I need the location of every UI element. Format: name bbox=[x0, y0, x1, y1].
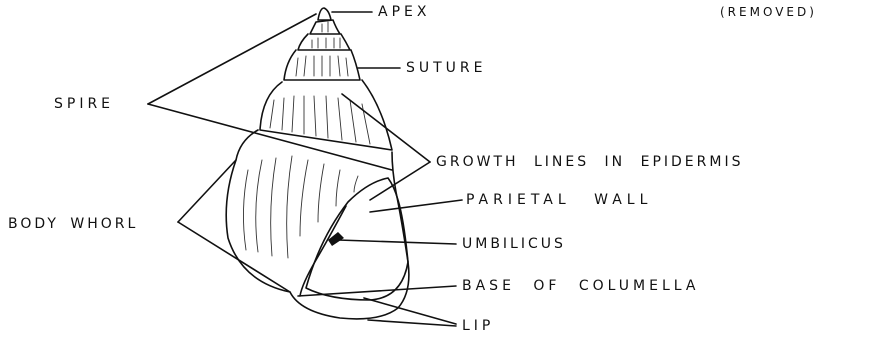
growth-lines-leader-upper bbox=[342, 94, 430, 162]
umbilicus-leader bbox=[338, 240, 456, 244]
shell-drawing bbox=[226, 8, 409, 319]
label-body-whorl: BODY WHORL bbox=[8, 216, 138, 232]
shell-apex bbox=[318, 8, 331, 20]
label-base-of-columella: BASE OF COLUMELLA bbox=[462, 278, 699, 294]
label-parietal-wall: PARIETAL WALL bbox=[466, 192, 652, 208]
label-growth-lines: GROWTH LINES IN EPIDERMIS bbox=[436, 154, 743, 170]
label-spire: SPIRE bbox=[54, 96, 114, 112]
shell-aperture bbox=[306, 178, 408, 300]
shell-whorl-2 bbox=[298, 34, 350, 50]
label-removed: (REMOVED) bbox=[720, 4, 817, 20]
growth-lines bbox=[243, 22, 370, 258]
shell-whorl-1 bbox=[310, 20, 340, 34]
base-of-columella-leader bbox=[298, 286, 456, 296]
label-umbilicus: UMBILICUS bbox=[462, 236, 566, 252]
label-apex: APEX bbox=[378, 4, 430, 20]
label-lip: LIP bbox=[462, 318, 494, 334]
label-suture: SUTURE bbox=[406, 60, 487, 76]
parietal-wall-leader bbox=[370, 200, 462, 212]
body-whorl-leader-lower bbox=[178, 222, 290, 292]
